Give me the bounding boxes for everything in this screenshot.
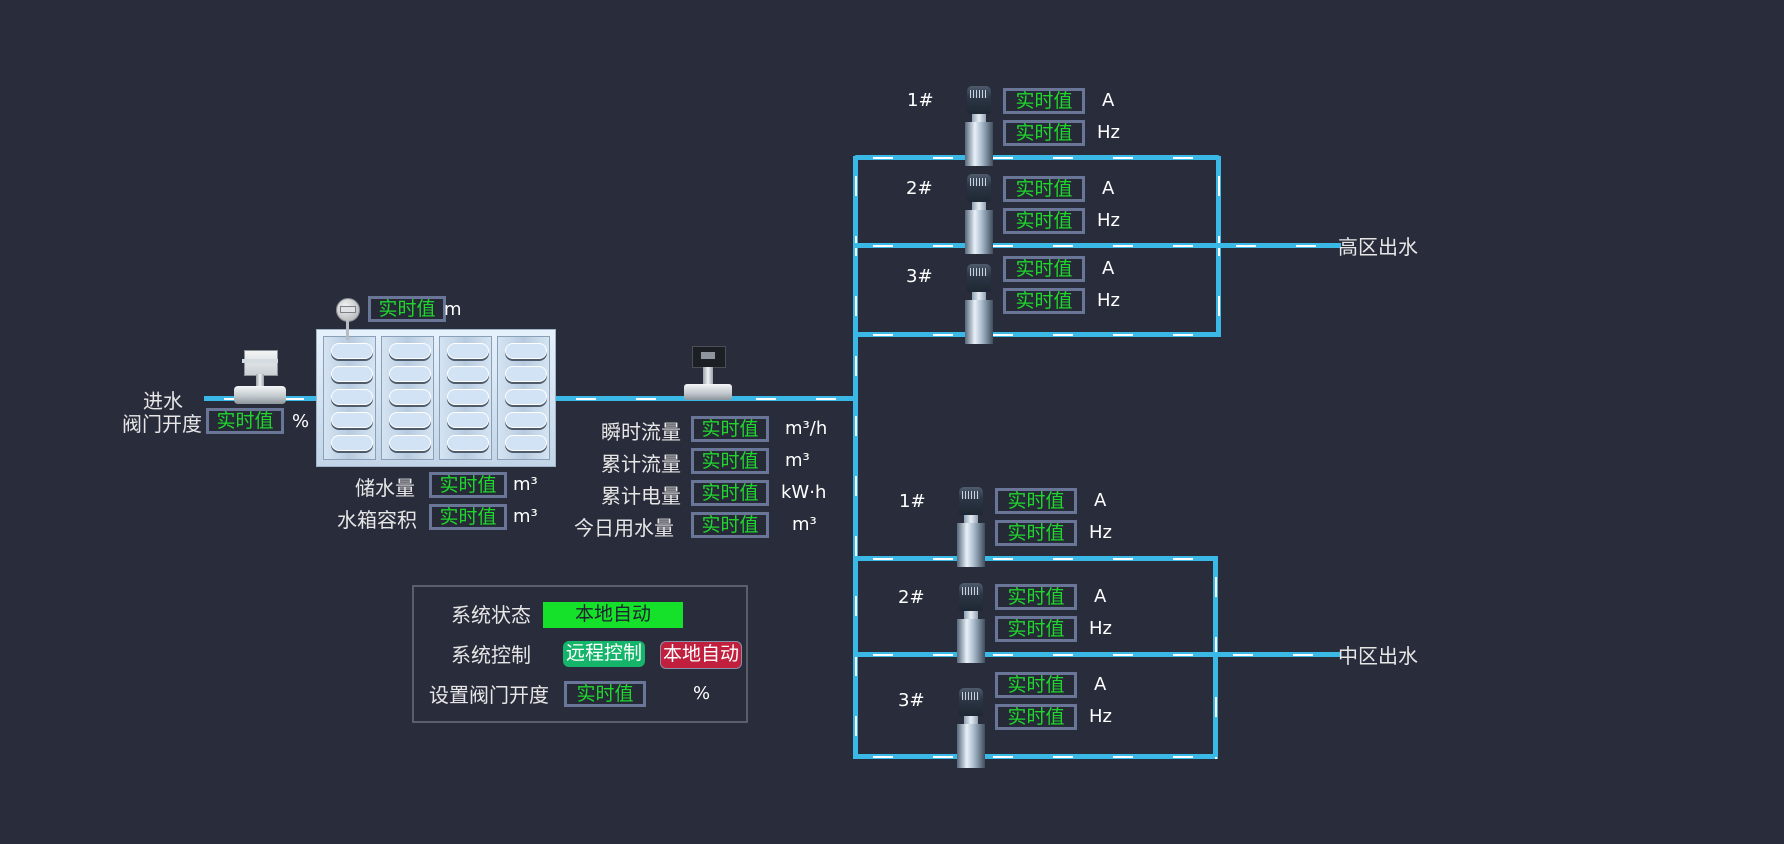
mid-pump-1-current-unit: A	[1094, 490, 1107, 511]
high-pump-2-freq-unit: Hz	[1097, 210, 1120, 231]
high-pump-3-label: 3#	[906, 266, 933, 287]
total-energy-unit: kW·h	[781, 482, 827, 503]
valve-setting-input[interactable]: 实时值	[564, 681, 646, 707]
high-pump-2-current-unit: A	[1102, 178, 1115, 199]
storage-label: 储水量	[355, 476, 415, 500]
system-status-label: 系统状态	[451, 603, 531, 627]
mid-pump-3-icon[interactable]	[956, 688, 986, 768]
mid-pump-1-current: 实时值	[995, 488, 1077, 514]
high-pump-3-freq: 实时值	[1003, 288, 1085, 314]
daily-water-label: 今日用水量	[574, 516, 674, 540]
high-pump-2-label: 2#	[906, 178, 933, 199]
high-zone-outlet-pipe	[1216, 243, 1341, 248]
mid-pump-3-current-unit: A	[1094, 674, 1107, 695]
mid-zone-outlet-label: 中区出水	[1338, 644, 1418, 668]
high-pump-3-current: 实时值	[1003, 256, 1085, 282]
valve-opening-value: 实时值	[206, 408, 284, 434]
tank-level-unit: m	[444, 299, 462, 320]
high-pump-3-freq-unit: Hz	[1097, 290, 1120, 311]
high-pump-1-freq-unit: Hz	[1097, 122, 1120, 143]
valve-opening-unit: %	[292, 411, 310, 432]
electric-valve-icon[interactable]	[234, 346, 286, 406]
mid-zone-header-3	[853, 754, 1218, 759]
high-zone-left-riser	[853, 156, 858, 401]
flowmeter-icon[interactable]	[684, 346, 732, 406]
mid-pump-2-current: 实时值	[995, 584, 1077, 610]
mid-pump-2-current-unit: A	[1094, 586, 1107, 607]
high-pump-1-current-unit: A	[1102, 90, 1115, 111]
storage-value: 实时值	[429, 472, 507, 498]
instant-flow-unit: m³/h	[785, 418, 828, 439]
local-auto-button[interactable]: 本地自动	[660, 641, 742, 669]
high-pump-3-icon[interactable]	[964, 264, 994, 344]
capacity-value: 实时值	[429, 504, 507, 530]
high-pump-1-current: 实时值	[1003, 88, 1085, 114]
level-gauge-icon[interactable]	[336, 298, 360, 342]
remote-control-button[interactable]: 远程控制	[563, 641, 645, 667]
high-zone-header-3	[853, 332, 1221, 337]
total-flow-unit: m³	[785, 450, 810, 471]
system-control-label: 系统控制	[451, 643, 531, 667]
mid-pump-1-freq: 实时值	[995, 520, 1077, 546]
water-tank-icon[interactable]	[316, 329, 556, 467]
mid-zone-right-riser	[1213, 557, 1218, 759]
storage-unit: m³	[513, 474, 538, 495]
mid-zone-header-2	[853, 652, 1218, 657]
high-zone-header-1	[853, 155, 1221, 160]
mid-zone-left-riser	[853, 396, 858, 759]
inlet-label: 进水	[143, 389, 183, 413]
high-zone-outlet-label: 高区出水	[1338, 235, 1418, 259]
tank-level-value: 实时值	[368, 296, 446, 322]
capacity-label: 水箱容积	[337, 508, 417, 532]
mid-pump-3-freq: 实时值	[995, 704, 1077, 730]
mid-pump-1-icon[interactable]	[956, 487, 986, 567]
mid-pump-2-label: 2#	[898, 587, 925, 608]
capacity-unit: m³	[513, 506, 538, 527]
instant-flow-label: 瞬时流量	[601, 420, 681, 444]
high-pump-3-current-unit: A	[1102, 258, 1115, 279]
mid-pump-3-label: 3#	[898, 690, 925, 711]
high-pump-1-icon[interactable]	[964, 86, 994, 166]
mid-zone-header-1	[853, 556, 1218, 561]
mid-pump-3-current: 实时值	[995, 672, 1077, 698]
control-panel: 系统状态 本地自动 系统控制 远程控制 本地自动 设置阀门开度 实时值 %	[412, 585, 748, 723]
high-pump-2-freq: 实时值	[1003, 208, 1085, 234]
total-flow-value: 实时值	[691, 448, 769, 474]
daily-water-unit: m³	[792, 514, 817, 535]
mid-pump-3-freq-unit: Hz	[1089, 706, 1112, 727]
mid-pump-1-freq-unit: Hz	[1089, 522, 1112, 543]
valve-setting-label: 设置阀门开度	[429, 683, 549, 707]
total-flow-label: 累计流量	[601, 452, 681, 476]
mid-pump-2-freq: 实时值	[995, 616, 1077, 642]
high-pump-2-current: 实时值	[1003, 176, 1085, 202]
total-energy-label: 累计电量	[601, 484, 681, 508]
mid-zone-outlet-pipe	[1213, 652, 1341, 657]
high-zone-header-2	[853, 243, 1221, 248]
valve-opening-label: 阀门开度	[122, 412, 202, 436]
mid-pump-1-label: 1#	[899, 491, 926, 512]
high-pump-2-icon[interactable]	[964, 174, 994, 254]
instant-flow-value: 实时值	[691, 416, 769, 442]
valve-setting-unit: %	[693, 683, 711, 704]
system-status-badge: 本地自动	[543, 602, 683, 628]
daily-water-value: 实时值	[691, 512, 769, 538]
total-energy-value: 实时值	[691, 480, 769, 506]
mid-pump-2-icon[interactable]	[956, 583, 986, 663]
high-pump-1-label: 1#	[907, 90, 934, 111]
high-pump-1-freq: 实时值	[1003, 120, 1085, 146]
mid-pump-2-freq-unit: Hz	[1089, 618, 1112, 639]
